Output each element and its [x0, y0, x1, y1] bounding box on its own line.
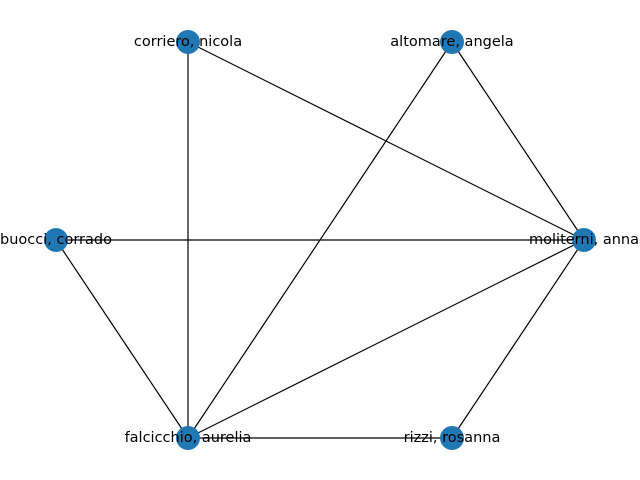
labels-layer: corriero, nicola altomare, angela buocci, …	[0, 34, 639, 446]
node-buocci	[44, 228, 68, 252]
edges-layer	[55, 41, 585, 439]
edge-buocci-falcicchio	[55, 239, 189, 439]
node-falcicchio	[176, 426, 200, 450]
edge-moliterni-rizzi	[451, 239, 585, 439]
node-label-buocci: buocci, corrado	[0, 232, 112, 248]
node-moliterni	[572, 228, 596, 252]
node-label-rizzi: rizzi, rosanna	[404, 430, 501, 446]
edge-altomare-moliterni	[451, 41, 585, 241]
node-rizzi	[440, 426, 464, 450]
node-label-altomare: altomare, angela	[390, 34, 513, 50]
node-altomare	[440, 30, 464, 54]
nodes-layer	[44, 30, 596, 450]
node-label-moliterni: moliterni, anna	[529, 232, 639, 248]
node-label-falcicchio: falcicchio, aurelia	[125, 430, 252, 446]
edge-moliterni-falcicchio	[187, 239, 585, 439]
node-corriero	[176, 30, 200, 54]
node-label-corriero: corriero, nicola	[134, 34, 242, 50]
